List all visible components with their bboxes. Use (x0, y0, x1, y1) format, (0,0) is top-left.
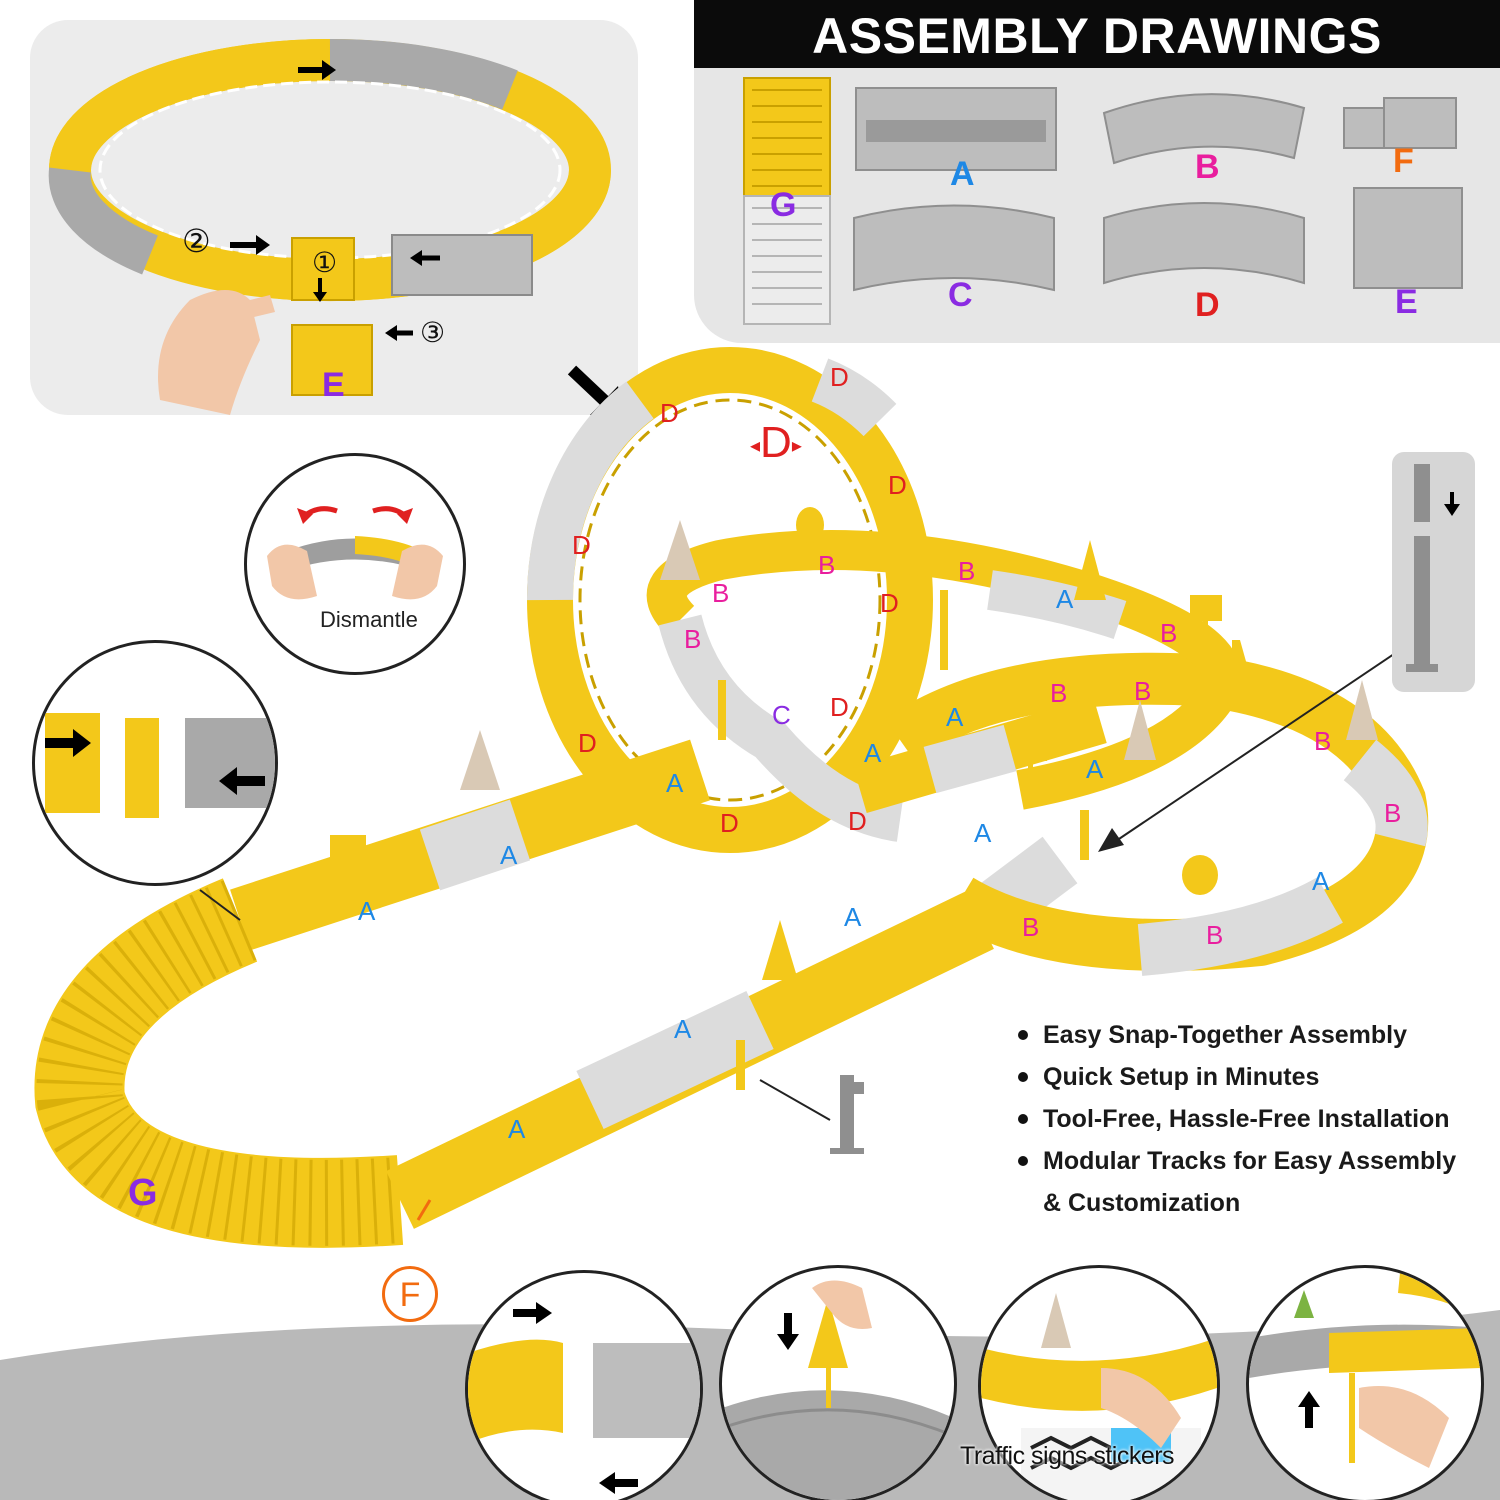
track-set-illustration (34, 347, 1429, 1248)
connector-detail-illustration (45, 713, 275, 818)
track-label-a: A (974, 818, 992, 848)
part-label-a: A (950, 155, 975, 193)
track-label-b: B (1160, 618, 1178, 648)
part-e-shape (1353, 187, 1463, 289)
part-d-shape (1103, 202, 1305, 285)
pillar-callout (1392, 452, 1475, 692)
feature-item: Easy Snap-Together Assembly (1018, 1014, 1488, 1056)
track-label-b: B (1314, 726, 1332, 756)
part-b-shape (1102, 93, 1306, 165)
track-label-d: D (660, 398, 679, 428)
track-label-a: A (1086, 754, 1104, 784)
dismantle-circle (244, 453, 466, 675)
loop-label-text: D (760, 418, 792, 467)
loop-assembly-illustration (48, 38, 611, 415)
step-circle-stickers (978, 1265, 1220, 1500)
track-label-a: A (1312, 866, 1330, 896)
track-label-a: A (864, 738, 882, 768)
part-a-shape (855, 87, 1057, 171)
loop-arrow-left: ◂ (750, 434, 761, 457)
step-1-marker: ① (312, 247, 338, 278)
track-label-a: A (500, 840, 518, 870)
part-label-c: C (948, 276, 973, 314)
part-label-b: B (1195, 148, 1220, 186)
assembly-title: ASSEMBLY DRAWINGS (694, 0, 1500, 68)
track-label-a: A (844, 902, 862, 932)
pillar-small-icon (830, 1075, 864, 1154)
part-label-f: F (1393, 142, 1414, 180)
track-label-g: G (128, 1172, 158, 1214)
track-label-b: B (1022, 912, 1040, 942)
track-label-d: D (830, 692, 849, 722)
connector-detail-circle (32, 640, 278, 886)
feature-item: Tool-Free, Hassle-Free Installation (1018, 1098, 1488, 1140)
step-panel-part-e: E (322, 366, 345, 404)
track-label-b: B (958, 556, 976, 586)
track-label-b: B (684, 624, 702, 654)
track-label-d: D (578, 728, 597, 758)
track-label-d: D (888, 470, 907, 500)
pillar-insert-illustration (1249, 1273, 1481, 1468)
track-label-d: D (720, 808, 739, 838)
track-label-b: B (818, 550, 836, 580)
track-label-c: C (772, 700, 791, 730)
part-g-shape (743, 77, 831, 325)
dismantle-label: Dismantle (320, 607, 418, 632)
step-3-marker: ③ (420, 317, 446, 348)
traffic-signs-stickers-label: Traffic signs stickers (960, 1442, 1175, 1470)
track-label-d: D (572, 530, 591, 560)
part-f-shape (1343, 97, 1457, 149)
loop-label-d: ◂D▸ (750, 418, 802, 468)
part-label-g: G (770, 186, 797, 224)
pillar-illustration (1406, 464, 1460, 672)
feature-list: Easy Snap-Together Assembly Quick Setup … (1018, 1014, 1488, 1224)
track-label-a: A (508, 1114, 526, 1144)
track-label-b: B (1206, 920, 1224, 950)
loop-arrow-right: ▸ (791, 434, 802, 457)
track-label-d: D (830, 362, 849, 392)
step-circle-tree (719, 1265, 957, 1500)
part-label-d: D (1195, 286, 1220, 324)
track-label-b: B (1134, 676, 1152, 706)
track-label-a: A (946, 702, 964, 732)
track-label-d: D (848, 806, 867, 836)
tree-insert-illustration (722, 1280, 954, 1500)
connector-f-marker: F (382, 1266, 438, 1322)
dismantle-illustration (267, 506, 443, 600)
feature-item-continuation: & Customization (1043, 1189, 1241, 1217)
parts-illustration (743, 77, 1463, 325)
feature-item: Modular Tracks for Easy Assembly (1018, 1140, 1488, 1182)
step-circle-connect (465, 1270, 703, 1500)
track-label-a: A (666, 768, 684, 798)
part-c-shape (853, 204, 1055, 292)
track-label-a: A (674, 1014, 692, 1044)
step-circle-pillar (1246, 1265, 1484, 1500)
track-label-d: D (880, 588, 899, 618)
connect-illustration (468, 1302, 700, 1494)
step-2-marker: ② (182, 223, 211, 259)
track-label-b: B (1384, 798, 1402, 828)
feature-item: Quick Setup in Minutes (1018, 1056, 1488, 1098)
track-label-b: B (712, 578, 730, 608)
track-label-a: A (1056, 584, 1074, 614)
part-label-e: E (1395, 283, 1418, 321)
track-label-a: A (358, 896, 376, 926)
track-label-b: B (1050, 678, 1068, 708)
